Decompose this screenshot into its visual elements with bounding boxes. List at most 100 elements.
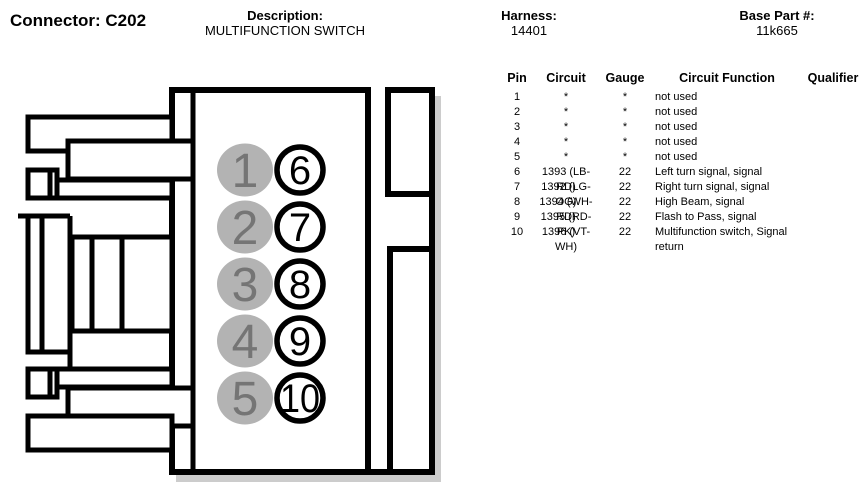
table-row: 1 * * not used xyxy=(498,90,866,105)
col-header-gauge: Gauge xyxy=(605,71,645,85)
cell-function: Flash to Pass, signal xyxy=(655,211,757,223)
cell-gauge: 22 xyxy=(618,181,632,193)
pin-7-cavity xyxy=(274,201,326,253)
cell-pin: 4 xyxy=(513,136,521,148)
pin-1-cavity xyxy=(217,143,273,197)
connector-title: Connector: C202 xyxy=(10,11,147,30)
pin-9-cavity xyxy=(274,315,326,367)
table-row: 4 * * not used xyxy=(498,135,866,150)
cell-qualifier xyxy=(800,225,866,255)
cell-pin: 2 xyxy=(513,106,521,118)
cell-pin: 1 xyxy=(513,91,521,103)
base-part-value: 11k665 xyxy=(756,23,798,38)
pinout-table-header: Pin Circuit Gauge Circuit Function Quali… xyxy=(498,71,866,90)
pin-3-cavity xyxy=(217,257,273,311)
cell-pin: 3 xyxy=(513,121,521,133)
pin-8-cavity xyxy=(274,258,326,310)
pin-10-label: 10 xyxy=(280,377,320,421)
cell-circuit: 1394 (WH-RD) xyxy=(539,196,593,223)
cell-circuit: * xyxy=(563,106,569,118)
table-row: 10 1396 (VT-WH) 22 Multifunction switch,… xyxy=(498,225,866,253)
connector-left-profile xyxy=(18,114,196,453)
base-part-block: Base Part #: 11k665 xyxy=(697,8,857,38)
pinout-table: Pin Circuit Gauge Circuit Function Quali… xyxy=(498,71,866,253)
cell-pin: 9 xyxy=(513,211,521,223)
col-header-qualifier: Qualifier xyxy=(807,71,859,85)
table-row: 3 * * not used xyxy=(498,120,866,135)
description-label: Description: xyxy=(247,8,323,23)
cell-circuit: 1392 (LG-OG) xyxy=(541,181,591,208)
cell-pin: 8 xyxy=(513,196,521,208)
pin-10-cavity xyxy=(274,372,326,424)
cell-qualifier xyxy=(800,135,866,150)
cell-circuit: * xyxy=(563,91,569,103)
cell-circuit: 1396 (VT-WH) xyxy=(541,226,591,253)
col-header-function: Circuit Function xyxy=(679,71,775,85)
description-block: Description: MULTIFUNCTION SWITCH xyxy=(160,8,410,38)
table-row: 5 * * not used xyxy=(498,150,866,165)
pin-2-label: 2 xyxy=(232,202,259,255)
pin-7-label: 7 xyxy=(289,206,311,250)
pin-2-cavity xyxy=(217,200,273,254)
cell-pin: 10 xyxy=(510,226,524,238)
pin-6-cavity xyxy=(274,144,326,196)
pin-row-black-labels: 6 7 8 9 10 xyxy=(280,149,320,421)
col-header-pin: Pin xyxy=(507,71,527,85)
cell-gauge: 22 xyxy=(618,226,632,238)
table-row: 6 1393 (LB-RD) 22 Left turn signal, sign… xyxy=(498,165,866,193)
harness-block: Harness: 14401 xyxy=(459,8,599,38)
cell-function: High Beam, signal xyxy=(655,196,745,208)
cell-function: not used xyxy=(655,121,698,133)
pin-5-label: 5 xyxy=(232,373,259,426)
harness-label: Harness: xyxy=(501,8,557,23)
cell-gauge: * xyxy=(622,151,628,163)
cell-qualifier xyxy=(800,150,866,165)
pin-row-black xyxy=(274,144,326,424)
cell-function: Right turn signal, signal xyxy=(655,181,770,193)
connector-diagram-svg: 1 2 3 4 5 6 7 8 9 10 xyxy=(18,87,441,482)
col-header-circuit: Circuit xyxy=(546,71,586,85)
cell-qualifier xyxy=(800,105,866,120)
cell-qualifier xyxy=(800,90,866,105)
cell-function: not used xyxy=(655,106,698,118)
pin-8-label: 8 xyxy=(289,263,311,307)
cell-gauge: * xyxy=(622,121,628,133)
pin-row-gray: 1 2 3 4 5 xyxy=(217,143,273,426)
cell-pin: 5 xyxy=(513,151,521,163)
table-row: 2 * * not used xyxy=(498,105,866,120)
cell-gauge: * xyxy=(622,136,628,148)
pin-9-label: 9 xyxy=(289,320,311,364)
connector-lock-rail xyxy=(172,87,435,475)
cell-gauge: * xyxy=(622,106,628,118)
cell-function: Multifunction switch, Signal return xyxy=(655,226,788,253)
pin-3-label: 3 xyxy=(232,259,259,312)
harness-value: 14401 xyxy=(510,23,548,38)
base-part-label: Base Part #: xyxy=(739,8,815,23)
connector-diagram: 1 2 3 4 5 6 7 8 9 10 xyxy=(18,87,441,482)
cell-function: not used xyxy=(655,91,698,103)
cell-pin: 7 xyxy=(513,181,521,193)
cell-circuit: 1393 (LB-RD) xyxy=(541,166,591,193)
cell-gauge: 22 xyxy=(618,196,632,208)
cell-function: not used xyxy=(655,151,698,163)
pin-5-cavity xyxy=(217,371,273,425)
pin-4-cavity xyxy=(217,314,273,368)
diagram-shadow xyxy=(176,96,441,482)
pin-1-label: 1 xyxy=(232,145,259,198)
table-row: 8 1394 (WH-RD) 22 High Beam, signal xyxy=(498,195,866,223)
cell-qualifier xyxy=(800,120,866,135)
cell-gauge: 22 xyxy=(618,166,632,178)
table-row: 9 1395 (RD-PK) 22 Flash to Pass, signal xyxy=(498,210,866,238)
cell-function: not used xyxy=(655,136,698,148)
cell-function: Left turn signal, signal xyxy=(655,166,763,178)
table-row: 7 1392 (LG-OG) 22 Right turn signal, sig… xyxy=(498,180,866,208)
cell-circuit: * xyxy=(563,136,569,148)
cell-gauge: 22 xyxy=(618,211,632,223)
cell-circuit: * xyxy=(563,151,569,163)
cell-gauge: * xyxy=(622,91,628,103)
pin-4-label: 4 xyxy=(232,316,259,369)
cell-pin: 6 xyxy=(513,166,521,178)
description-value: MULTIFUNCTION SWITCH xyxy=(204,23,366,38)
cell-circuit: * xyxy=(563,121,569,133)
cell-circuit: 1395 (RD-PK) xyxy=(540,211,592,238)
